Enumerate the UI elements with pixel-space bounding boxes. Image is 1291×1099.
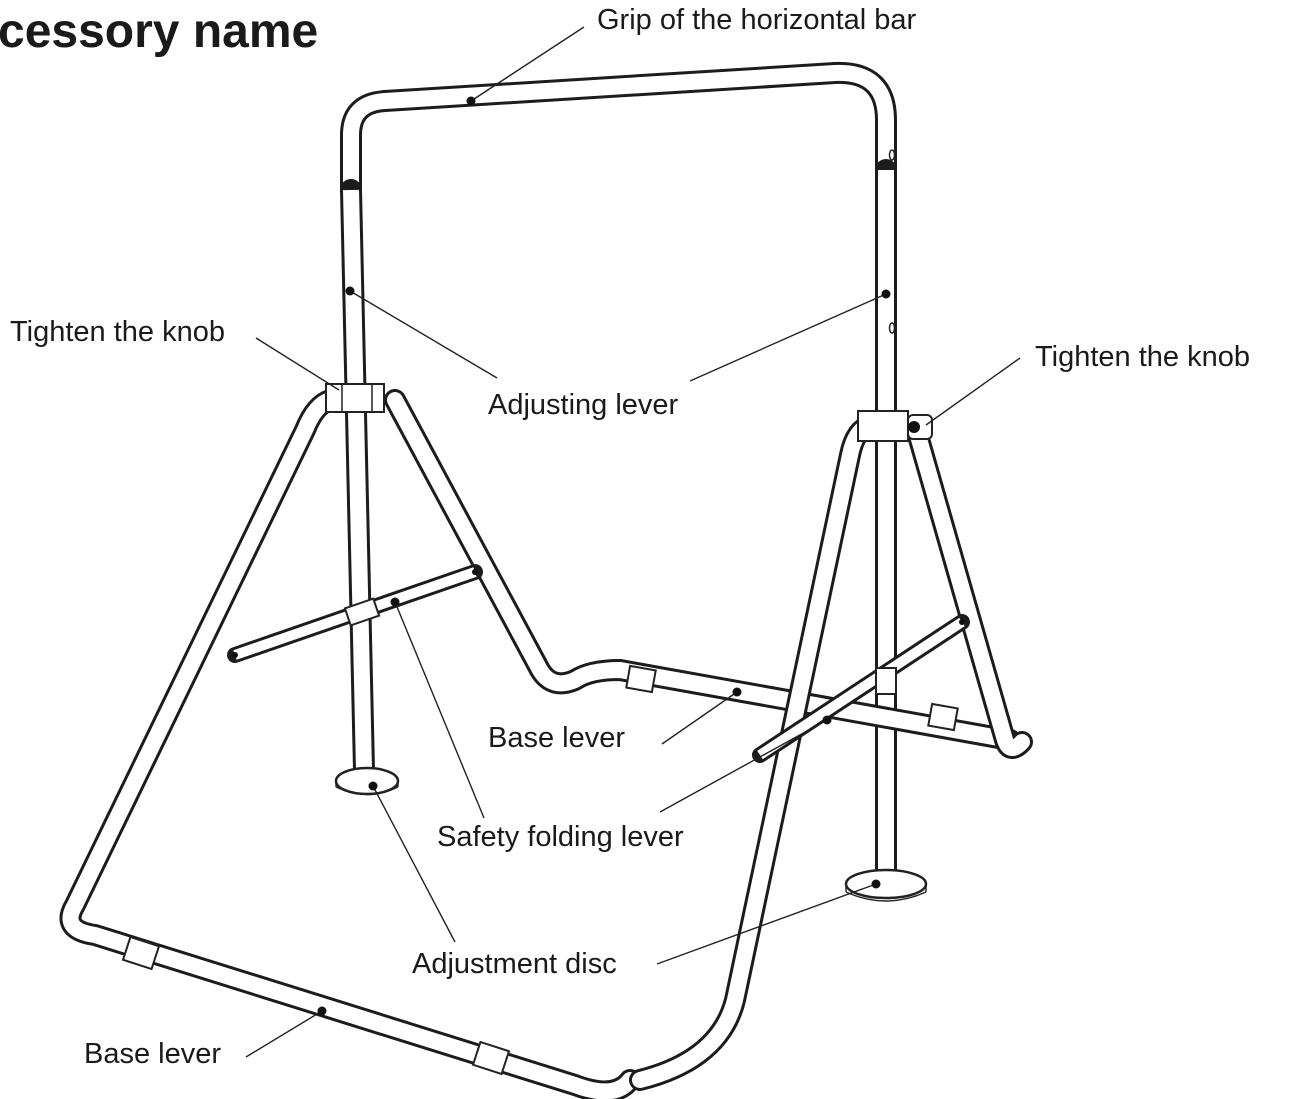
label-tighten-knob-right: Tighten the knob <box>1035 341 1250 373</box>
diagram-title: cessory name <box>0 5 319 58</box>
label-tighten-knob-left: Tighten the knob <box>10 316 225 348</box>
label-adjusting-lever: Adjusting lever <box>488 389 679 421</box>
left-frame <box>59 389 1021 1099</box>
label-grip: Grip of the horizontal bar <box>597 4 917 36</box>
label-safety-folding-lever: Safety folding lever <box>437 821 684 853</box>
right-upright <box>875 159 897 891</box>
label-base-lever-bottom: Base lever <box>84 1038 222 1070</box>
left-clamp <box>325 383 385 413</box>
label-adjustment-disc: Adjustment disc <box>412 948 617 980</box>
left-adjustment-disc <box>334 766 400 796</box>
grip-bar <box>340 61 897 201</box>
label-base-lever-center: Base lever <box>488 722 626 754</box>
right-frame <box>629 414 1033 1091</box>
leader-lines <box>245 26 1021 1058</box>
right-clamp <box>857 410 933 442</box>
left-safety-lever <box>227 564 483 663</box>
right-safety-lever <box>752 614 970 763</box>
left-upright <box>340 179 375 781</box>
right-adjustment-disc <box>844 868 928 902</box>
